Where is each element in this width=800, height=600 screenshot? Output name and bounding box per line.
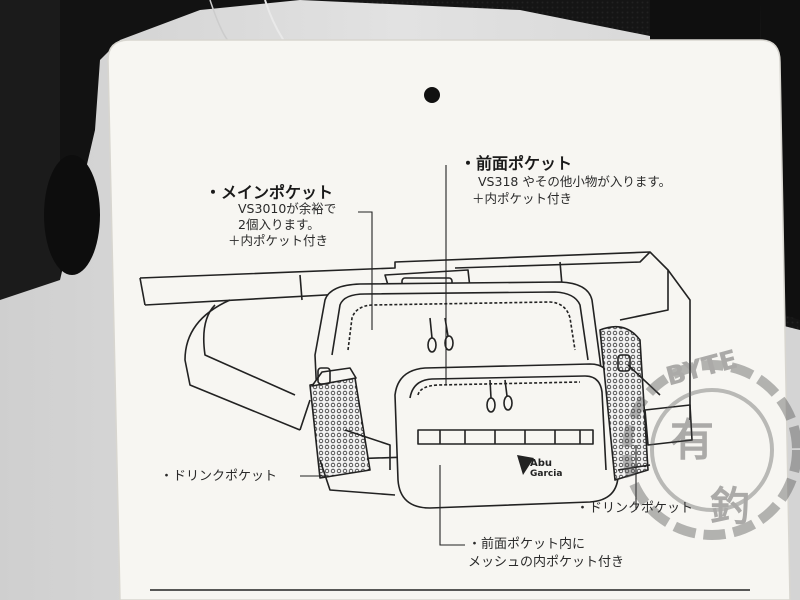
main-pocket-line-2: 2個入ります。 [238,217,320,232]
main-pocket-line-3: ＋内ポケット付き [228,233,329,248]
drink-pocket-left-label: ・ドリンクポケット [160,469,278,484]
front-pocket-line-1: VS318 やその他小物が入ります。 [478,174,672,189]
watermark-text-2: 有 [670,415,714,466]
front-inner-mesh-line-2: メッシュの内ポケット付き [468,555,625,570]
main-pocket-title: ・メインポケット [205,183,334,202]
front-pocket-line-2: ＋内ポケット付き [472,191,573,206]
logo-line-1: Abu [530,458,552,469]
main-pocket-line-1: VS3010が余裕で [238,201,337,216]
black-bag-background [0,0,800,330]
waist-bag-illustration [139,251,693,509]
abu-garcia-logo: Abu Garcia [517,455,562,479]
watermark-text-3: 釣 [710,483,750,530]
leader-lines [300,165,637,546]
tag-hole [424,87,440,103]
front-pocket-title: ・前面ポケット [460,154,573,173]
front-inner-mesh-line-1: ・前面ポケット内に [468,537,586,552]
drink-pocket-right-label: ・ドリンクポケット [576,501,694,516]
logo-line-2: Garcia [530,469,562,479]
